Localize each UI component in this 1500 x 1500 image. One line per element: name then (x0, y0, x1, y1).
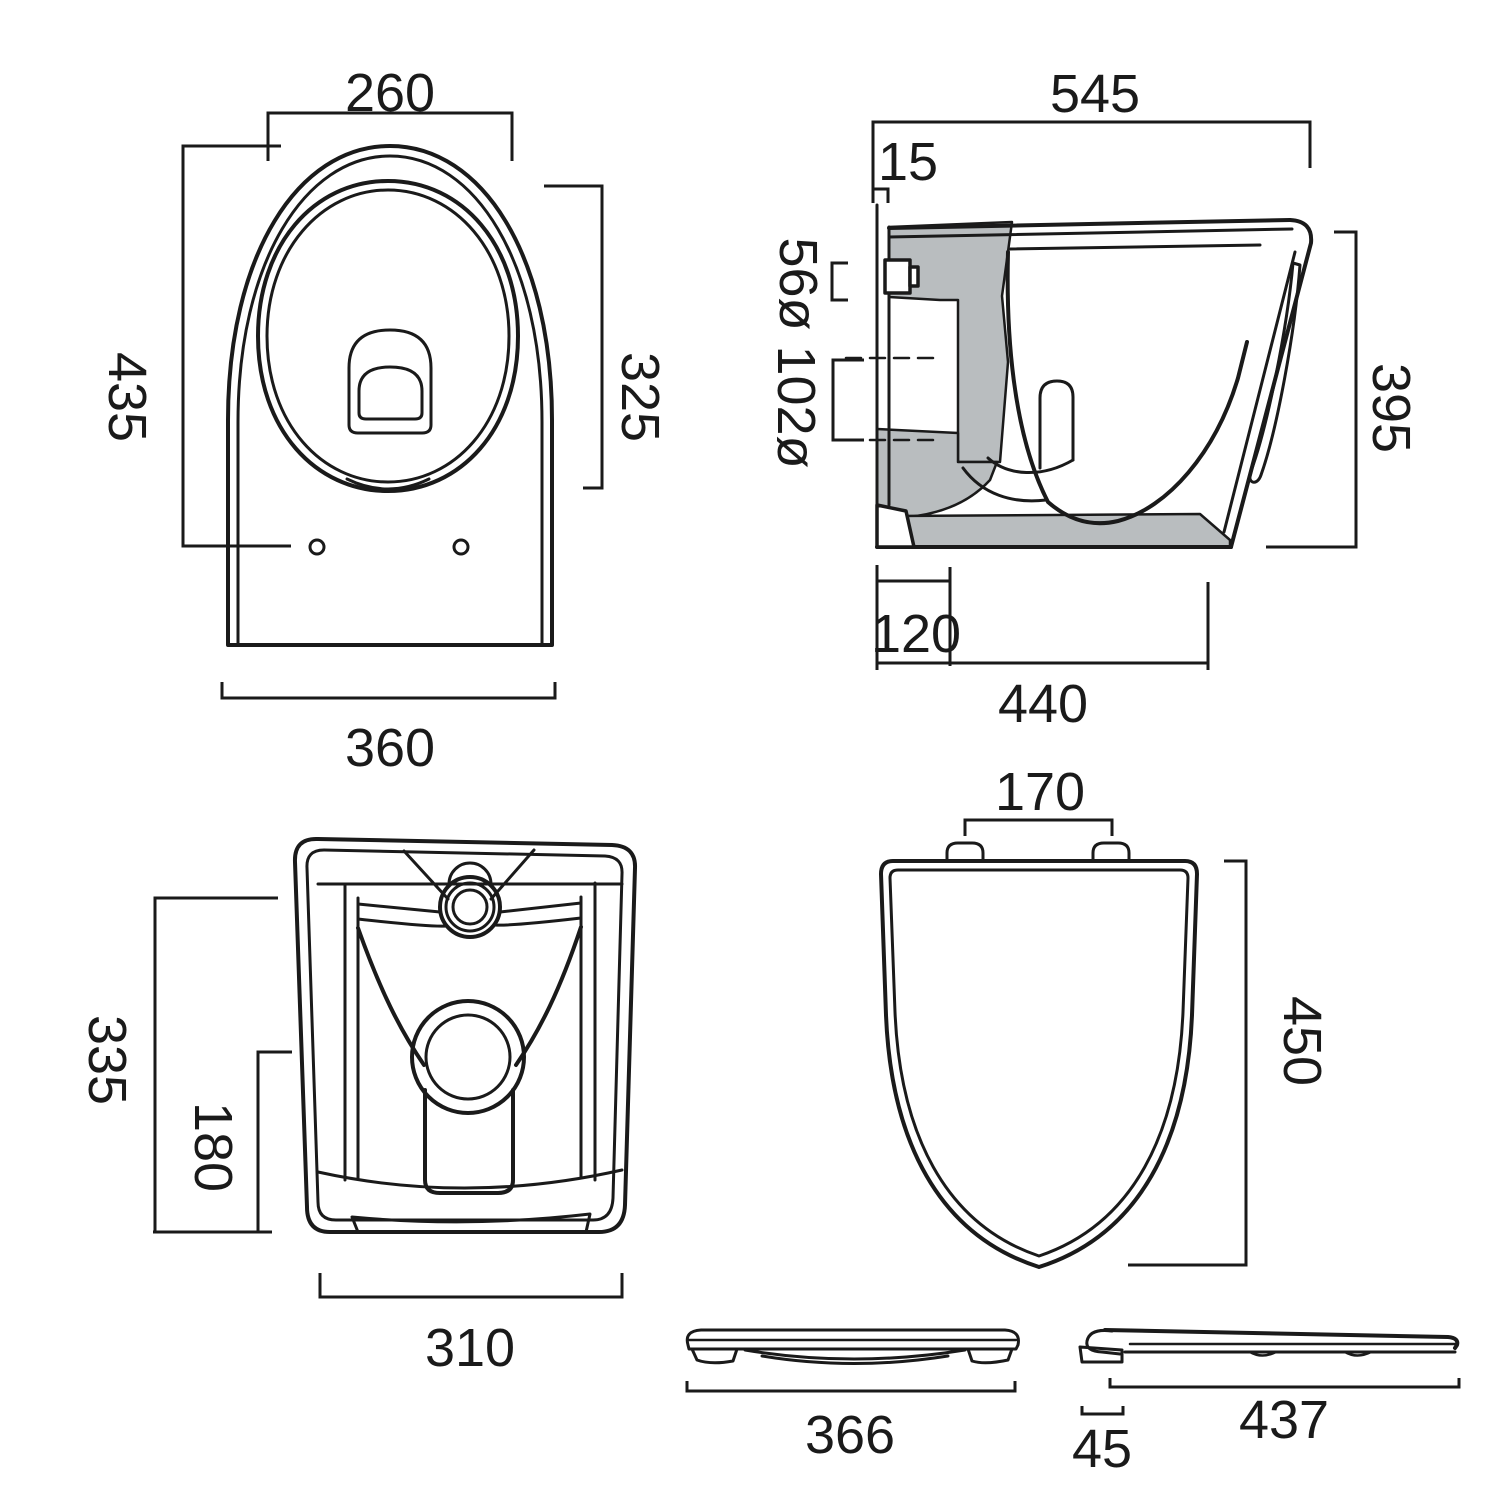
dim-label-wall-offset: 15 (878, 132, 938, 192)
pan-plan-view: 260 435 325 360 (97, 63, 670, 778)
seat-side-profile-view: 45 437 (1072, 1328, 1461, 1479)
inlet-boss-inner (908, 265, 920, 288)
dim-label-seat-length: 450 (1272, 996, 1332, 1086)
flush-opening-outer (347, 328, 433, 435)
flush-opening-inner (357, 365, 424, 421)
dim-label-seat-opening-length: 325 (610, 352, 670, 442)
rim-section-slot (1248, 261, 1302, 484)
trap-channel-upper (961, 466, 1048, 503)
dim-label-hinge-centres: 170 (995, 762, 1085, 822)
dim-bracket-45 (1080, 1406, 1125, 1416)
dim-label-overall-length: 435 (97, 352, 157, 442)
seat-outline-outer (879, 859, 1199, 1269)
dim-bracket-360 (220, 682, 557, 700)
pan-rim-line (1008, 243, 1262, 251)
dim-bracket-437 (1108, 1378, 1461, 1389)
dim-bracket-450 (1128, 859, 1248, 1267)
dim-label-seat-width: 366 (805, 1405, 895, 1465)
pan-front-inner-edge (1222, 250, 1297, 534)
dim-label-inlet-height: 335 (77, 1015, 137, 1105)
rear-left-frame (343, 882, 360, 1182)
inlet-boss-outer (883, 258, 912, 295)
rear-right-frame (579, 881, 597, 1182)
rear-outline-inner (305, 848, 624, 1222)
dim-label-outlet-setout: 120 (871, 604, 961, 664)
bowl-front-lip (345, 477, 431, 491)
dim-label-outlet-height: 180 (183, 1102, 243, 1192)
seat-front-bottom-arc (743, 1348, 967, 1365)
inlet-funnel-left (402, 849, 450, 901)
bowl-interior-curve (1005, 250, 1249, 526)
dim-label-overall-width: 360 (345, 718, 435, 778)
seat-front-foot-left (690, 1347, 739, 1365)
pan-outline-outer (226, 144, 554, 647)
water-inlet-outer (438, 875, 502, 939)
fixing-hole-left (308, 538, 326, 556)
seat-opening-inner (265, 188, 511, 484)
seat-front-foot-right (966, 1347, 1014, 1365)
seat-profile-bottom-line (887, 227, 1294, 239)
dim-label-overall-depth: 545 (1050, 64, 1140, 124)
dim-label-base-depth: 440 (998, 674, 1088, 734)
rear-outline-outer (292, 836, 638, 1234)
dim-label-hinge-depth: 45 (1072, 1419, 1132, 1479)
seat-profile-top-line (887, 218, 1292, 230)
dim-label-base-width: 310 (425, 1318, 515, 1378)
rear-bottom-arc (316, 1168, 624, 1190)
seat-front-body (685, 1328, 1020, 1351)
section-ceramic-base (894, 512, 1232, 549)
seat-side-top-edge (1103, 1328, 1460, 1350)
seat-hinge-left (945, 841, 985, 863)
fixing-hole-right (452, 538, 470, 556)
dim-bracket-545 (871, 120, 1312, 203)
dim-bracket-395 (1266, 230, 1358, 549)
section-ceramic-top (887, 220, 1014, 464)
dim-label-outlet-diameter: 102ø (766, 345, 826, 468)
waste-outlet-outer (410, 999, 526, 1115)
trap-channel-lower (986, 456, 1075, 474)
dim-label-seat-depth: 437 (1239, 1390, 1329, 1450)
dim-bracket-170 (963, 818, 1114, 836)
trap-weir (1038, 379, 1075, 470)
seat-opening-outer (256, 179, 520, 493)
rear-bowl-right (514, 925, 583, 1067)
pan-outline-inner (236, 154, 544, 647)
seat-side-bumpers (1248, 1350, 1373, 1357)
dim-bracket-102 (831, 358, 864, 442)
inlet-funnel-right (489, 848, 536, 901)
water-inlet-inner (451, 888, 489, 926)
waste-outlet-inner (424, 1013, 512, 1101)
dim-label-seat-opening-width: 260 (345, 63, 435, 123)
dim-bracket-260 (266, 111, 514, 161)
pan-side-section-view: 545 15 56ø 102ø 395 120 440 (766, 64, 1421, 734)
dim-bracket-335 (153, 896, 278, 1232)
dim-label-inlet-diameter: 56ø (768, 237, 828, 330)
rear-foot (350, 1212, 592, 1234)
seat-plan-view: 170 450 (879, 762, 1332, 1269)
fixing-foot (875, 503, 916, 549)
water-inlet-ring (444, 881, 496, 933)
pan-rear-view: 335 180 310 (77, 836, 638, 1378)
seat-hinge-right (1091, 841, 1131, 863)
seat-front-profile-view: 366 (685, 1328, 1020, 1465)
inlet-boss-arc (447, 861, 493, 886)
seat-outline-inner (888, 868, 1190, 1258)
seat-side-hinge-foot (1078, 1345, 1124, 1364)
seat-side-hinge-nose (1085, 1329, 1122, 1356)
dim-bracket-310 (318, 1273, 624, 1299)
pan-front-outer-edge (1229, 218, 1314, 549)
dim-bracket-180 (256, 1050, 292, 1232)
rear-bowl-left (356, 926, 426, 1067)
dim-bracket-366 (685, 1381, 1017, 1393)
dim-bracket-325 (544, 184, 604, 490)
dim-bracket-435 (181, 144, 291, 548)
dim-bracket-56 (830, 261, 848, 302)
rear-shelf-lines (356, 901, 583, 928)
dim-label-overall-height: 395 (1361, 363, 1421, 453)
